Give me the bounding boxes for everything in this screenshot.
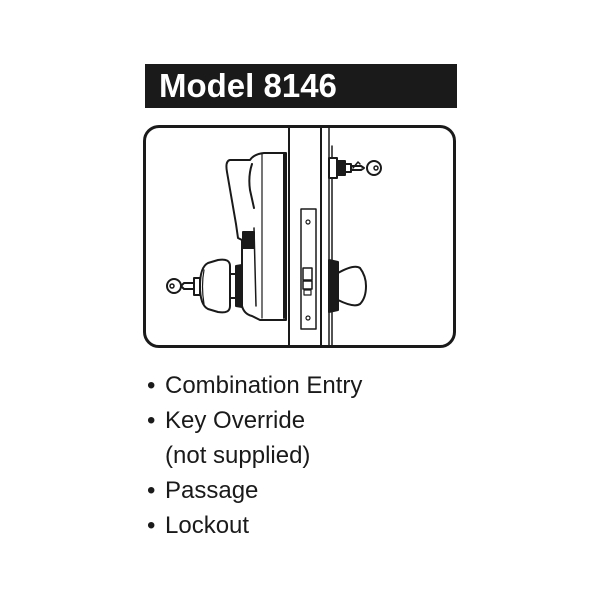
mortise-latch-icon — [300, 208, 317, 330]
feature-item: • Passage — [147, 473, 362, 508]
lock-cylinder-icon — [328, 157, 382, 179]
feature-text: Combination Entry — [165, 372, 363, 399]
bullet: • — [147, 512, 156, 539]
bullet: • — [147, 372, 156, 399]
bullet: • — [147, 407, 156, 434]
feature-text-continued: (not supplied) — [165, 442, 311, 469]
bullet: • — [147, 477, 156, 504]
keypad-housing-icon — [225, 152, 287, 321]
model-title-bar: Model 8146 — [145, 64, 457, 108]
lock-diagram — [143, 125, 456, 348]
feature-text: Passage — [165, 477, 259, 504]
lock-diagram-svg — [166, 128, 382, 345]
feature-item: • Lockout — [147, 508, 362, 543]
feature-text: Key Override — [165, 407, 306, 434]
feature-list: • Combination Entry • Key Override (not … — [147, 368, 362, 543]
exterior-knob-icon — [193, 258, 243, 314]
feature-text: Lockout — [165, 512, 250, 539]
feature-item: • Key Override (not supplied) — [147, 403, 362, 473]
model-title: Model 8146 — [159, 67, 337, 104]
interior-knob-icon — [328, 259, 367, 313]
feature-item: • Combination Entry — [147, 368, 362, 403]
key-icon — [166, 278, 195, 294]
